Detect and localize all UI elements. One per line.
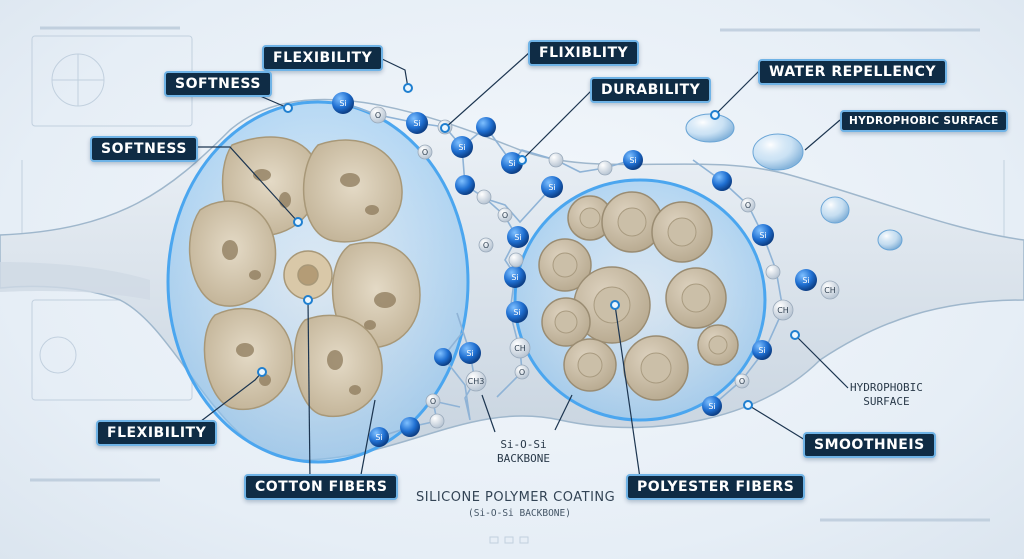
si-atom (451, 136, 473, 158)
label-smoothneis: SMOOTHNEIS (803, 432, 936, 458)
si-symbol: Si (758, 346, 765, 355)
label-durability: DURABILITY (590, 77, 712, 103)
si-symbol: Si (548, 183, 555, 192)
si-atom (712, 171, 732, 191)
label-cotton-fibers: COTTON FIBERS (244, 474, 399, 500)
fabric-layer-lower (0, 262, 150, 300)
si-atom (332, 92, 354, 114)
o-atom (514, 364, 530, 380)
si-atom (455, 175, 475, 195)
atom-symbols: Si Si Si Si Si Si Si Si Si Si Si Si Si S… (339, 99, 835, 442)
si-atom (434, 348, 452, 366)
ch-group (509, 337, 531, 359)
o-symbol: O (502, 211, 508, 220)
o-atom (425, 393, 441, 409)
water-droplets (685, 113, 903, 251)
silicon-atoms (332, 92, 817, 447)
si-atom (369, 427, 389, 447)
label-polyester-fibers: POLYESTER FIBERS (626, 474, 806, 500)
label-softness-top: SOFTNESS (164, 71, 272, 97)
ch-group (820, 280, 840, 300)
label-hydrophobic-surface-top: HYDROPHOBIC SURFACE (840, 110, 1008, 132)
si-symbol: Si (513, 308, 520, 317)
si-atom (795, 269, 817, 291)
si-atom (501, 152, 523, 174)
methyl-groups (465, 280, 840, 392)
si-atom (506, 301, 528, 323)
o-symbol: O (519, 368, 525, 377)
si-atom (476, 117, 496, 137)
si-symbol: Si (508, 159, 515, 168)
si-atom (400, 417, 420, 437)
o-atom (429, 413, 445, 429)
label-flixiblity: FLIXIBLITY (528, 40, 640, 66)
o-atom (476, 189, 492, 205)
si-atom (752, 340, 772, 360)
ch-symbol: CH (777, 306, 789, 315)
si-symbol: Si (629, 156, 636, 165)
cotton-fiber (203, 307, 293, 410)
si-atom (504, 266, 526, 288)
coating-title: SILICONE POLYMER COATING (416, 490, 616, 505)
o-symbol: O (430, 397, 436, 406)
si-symbol: Si (708, 402, 715, 411)
ch3-symbol: CH3 (468, 377, 485, 386)
o-symbol: O (745, 201, 751, 210)
si-atom (623, 150, 643, 170)
cotton-pores (222, 169, 396, 395)
o-symbol: O (375, 111, 381, 120)
o-atom (597, 160, 613, 176)
water-droplet (685, 113, 735, 143)
ch-group (772, 299, 794, 321)
hydrophobic-surface-line-2: SURFACE (863, 395, 910, 408)
hydrophobic-surface-line-1: HYDROPHOBIC (850, 381, 923, 394)
si-atom (406, 112, 428, 134)
label-softness-left: SOFTNESS (90, 136, 198, 162)
cotton-fiber-lumen (297, 264, 319, 286)
o-symbol: O (483, 241, 489, 250)
backbone-line-2: BACKBONE (497, 452, 550, 465)
o-atom (417, 144, 433, 160)
water-droplet (877, 229, 903, 251)
label-water-repellency: WATER REPELLENCY (758, 59, 948, 85)
si-atom (541, 176, 563, 198)
si-symbol: Si (802, 276, 809, 285)
si-symbol: Si (375, 433, 382, 442)
label-flexibility-bottom: FLEXIBILITY (96, 420, 218, 446)
si-symbol: Si (413, 119, 420, 128)
label-hydrophobic-surface-right: HYDROPHOBIC SURFACE (850, 381, 923, 409)
o-atom (765, 264, 781, 280)
si-symbol: Si (759, 231, 766, 240)
o-atom (740, 197, 756, 213)
o-atom (548, 152, 564, 168)
si-symbol: Si (466, 349, 473, 358)
o-atom (734, 373, 750, 389)
si-atom (752, 224, 774, 246)
ch-symbol: CH (824, 286, 836, 295)
water-droplet (820, 196, 850, 224)
si-symbol: Si (514, 233, 521, 242)
si-atom (459, 342, 481, 364)
cotton-fiber (302, 139, 403, 243)
si-symbol: Si (511, 273, 518, 282)
o-atom (497, 207, 513, 223)
ch-symbol: CH (514, 344, 526, 353)
coating-subtitle: (Si-O-Si BACKBONE) (468, 508, 571, 519)
ch3-group (465, 370, 487, 392)
o-atom (369, 106, 387, 124)
water-droplet (752, 133, 804, 171)
si-symbol: Si (339, 99, 346, 108)
si-atom (702, 396, 722, 416)
o-atom (508, 252, 524, 268)
label-backbone: Si-O-Si BACKBONE (497, 438, 550, 466)
si-atom (507, 226, 529, 248)
o-symbol: O (422, 148, 428, 157)
leader-dots (257, 83, 800, 410)
backbone-line-1: Si-O-Si (500, 438, 547, 451)
o-atom (478, 237, 494, 253)
si-symbol: Si (458, 143, 465, 152)
label-flexibility-top: FLEXIBILITY (262, 45, 384, 71)
o-symbol: O (739, 377, 745, 386)
